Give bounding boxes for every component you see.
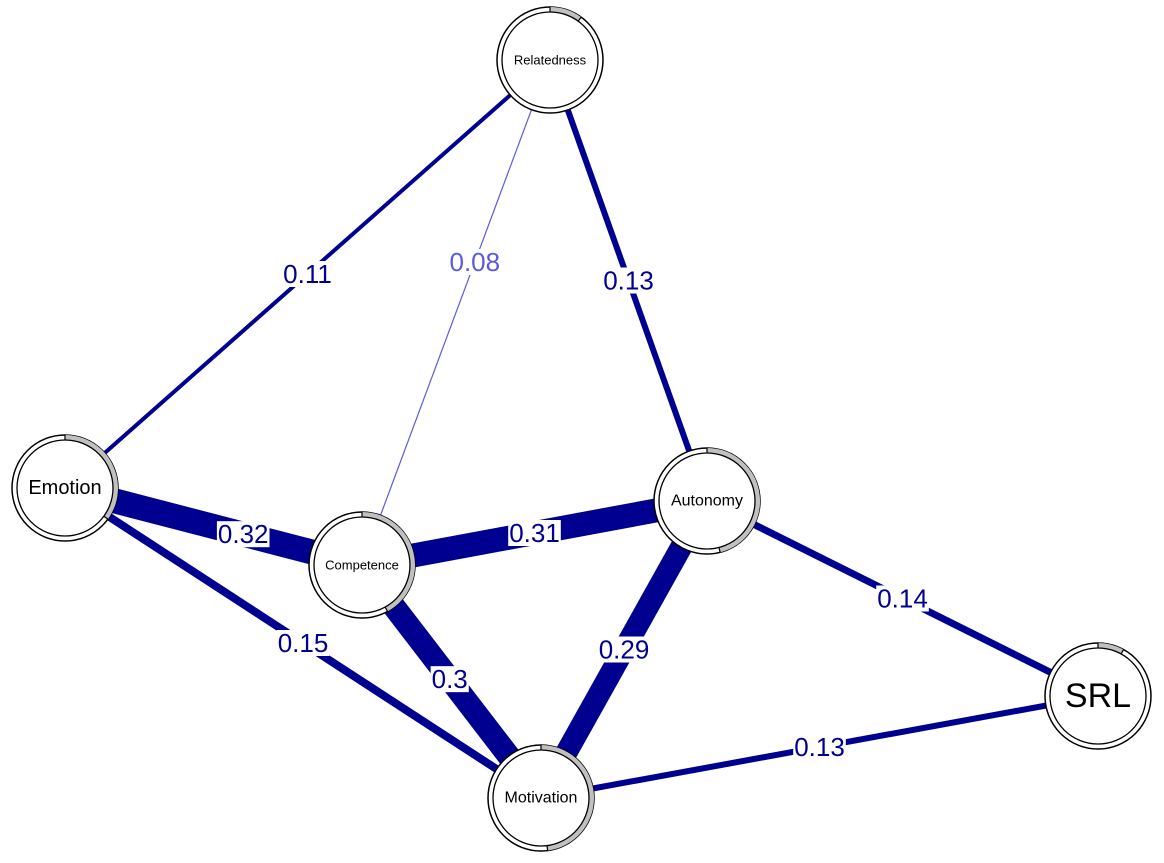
edge-label-background: [597, 636, 651, 663]
node-pie-arc: [540, 745, 594, 851]
node-inner-circle: [492, 749, 590, 847]
edge-label-competence-motivation: 0.3: [432, 664, 468, 694]
node-pie-tick: [384, 606, 389, 612]
node-pie-arc: [706, 448, 760, 553]
node-label-autonomy: Autonomy: [671, 493, 743, 510]
node-pie-tick: [718, 547, 721, 553]
edge-label-background: [602, 267, 655, 294]
node-pie-arc: [361, 512, 415, 612]
edge-label-background: [508, 520, 561, 546]
edge-labels-layer: 0.11 0.08 0.13 0.32 0.15 0.31 0.3 0.29 0.14 0.13: [216, 247, 929, 762]
node-pie-arc: [64, 435, 118, 520]
node-label-competence: Competence: [325, 558, 399, 573]
node-inner-circle: [658, 452, 756, 550]
node-inner-circle: [313, 516, 411, 614]
node-inner-circle: [1049, 647, 1147, 745]
edge-label-emotion-motivation: 0.15: [278, 628, 329, 658]
edge-label-relatedness-autonomy: 0.13: [603, 266, 654, 296]
node-label-srl: SRL: [1065, 677, 1131, 715]
edge-label-autonomy-motivation: 0.29: [599, 635, 650, 665]
node-label-emotion: Emotion: [28, 477, 101, 499]
edge-label-motivation-srl: 0.13: [794, 732, 845, 762]
node-emotion: Emotion: [11, 434, 119, 542]
edge-label-relatedness-emotion: 0.11: [283, 259, 332, 289]
node-competence: Competence: [308, 511, 416, 619]
node-srl: SRL: [1044, 642, 1152, 750]
node-relatedness: Relatedness: [496, 6, 604, 114]
edge-label-background: [876, 585, 929, 612]
edge-relatedness-competence: [361, 59, 551, 566]
node-pie-tick: [103, 515, 109, 520]
node-pie-arc: [549, 7, 582, 22]
node-label-relatedness: Relatedness: [514, 53, 587, 68]
node-inner-circle: [501, 11, 599, 109]
node-pie-arc: [1097, 643, 1124, 654]
edge-label-background: [448, 249, 502, 275]
edge-label-competence-autonomy: 0.31: [509, 518, 560, 548]
node-pie-tick: [546, 845, 549, 851]
edge-label-emotion-competence: 0.32: [218, 519, 269, 549]
edge-label-relatedness-competence: 0.08: [449, 247, 500, 277]
node-autonomy: Autonomy: [653, 447, 761, 555]
edge-label-background: [276, 630, 330, 656]
node-inner-circle: [16, 439, 114, 537]
node-pie-tick: [1120, 649, 1125, 655]
node-label-motivation: Motivation: [505, 790, 578, 807]
edge-label-autonomy-srl: 0.14: [877, 584, 928, 614]
edge-label-background: [793, 734, 846, 760]
node-pie-tick: [577, 16, 582, 22]
node-motivation: Motivation: [487, 744, 595, 852]
edge-label-background: [216, 521, 270, 548]
edge-label-background: [430, 666, 469, 693]
edge-label-background: [282, 261, 333, 287]
edges-layer: [61, 58, 1100, 806]
